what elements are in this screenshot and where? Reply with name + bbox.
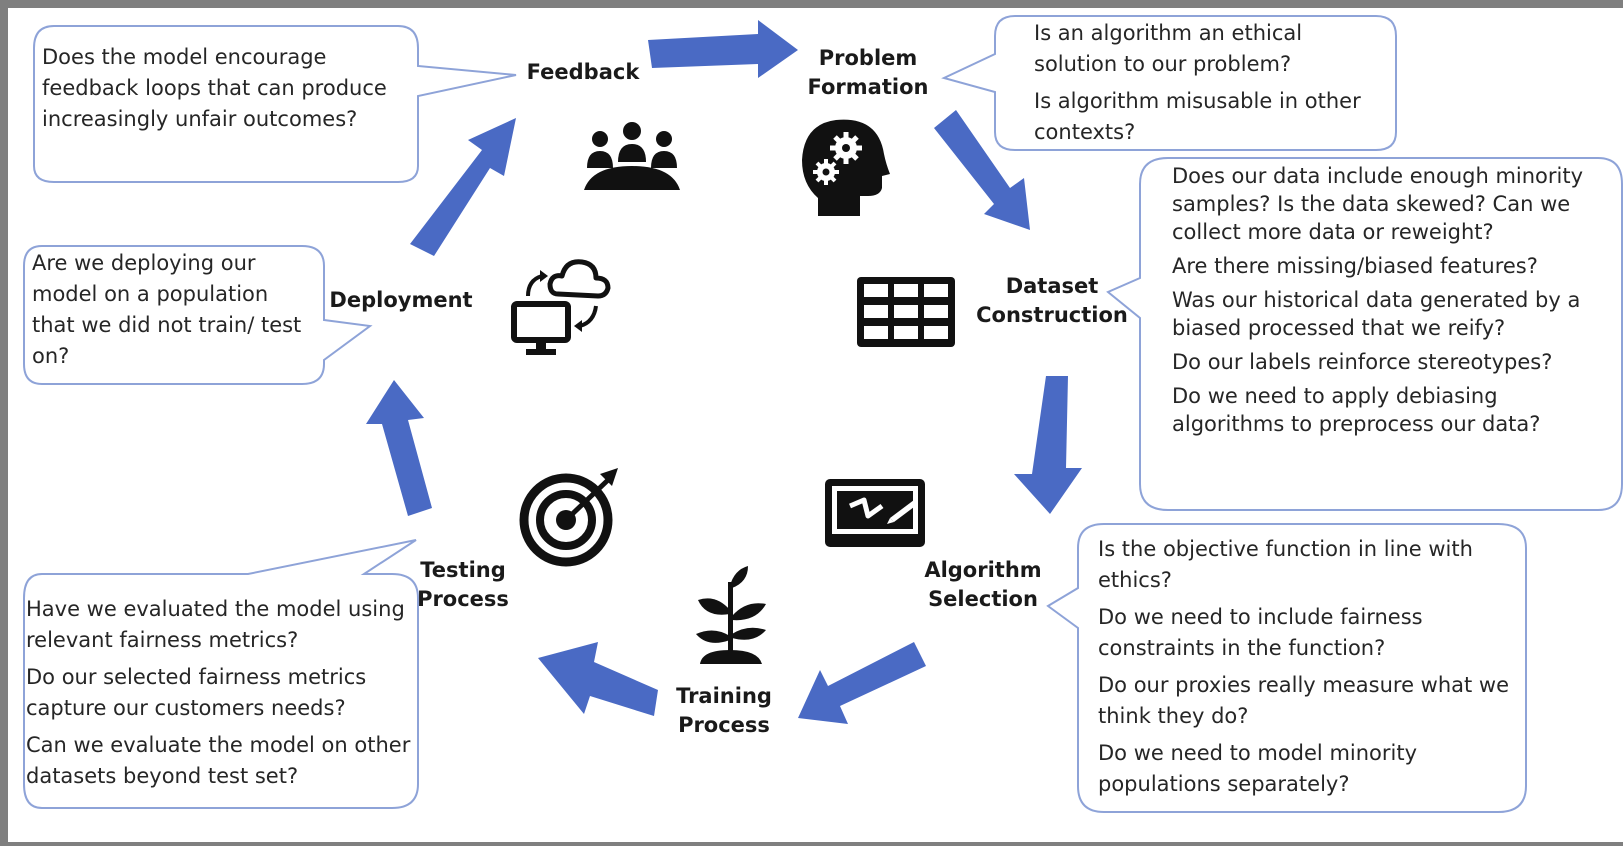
dataset-bubble: [1106, 157, 1623, 511]
testing-questions: Have we evaluated the model using releva…: [26, 594, 414, 798]
dataset-question-2: Are there missing/biased features?: [1172, 254, 1538, 278]
diagram-shapes: [23, 15, 1623, 813]
dataset-question-5: Do we need to apply debiasing algorithms…: [1172, 384, 1541, 436]
testing-question-3: Can we evaluate the model on other datas…: [26, 733, 411, 788]
dataset-question-3: Was our historical data generated by a b…: [1172, 288, 1581, 340]
arrow-training-to-testing: [538, 642, 658, 716]
arrow-algorithm-to-training: [798, 642, 926, 724]
arrow-problem-to-dataset: [934, 110, 1030, 230]
algorithm-question-3: Do our proxies really measure what we th…: [1098, 673, 1510, 728]
testing-question-2: Do our selected fairness metrics capture…: [26, 665, 367, 720]
problem-bubble: [941, 15, 1397, 151]
problem-question-1: Is an algorithm an ethical solution to o…: [1034, 21, 1303, 76]
stage-label-feedback: Feedback: [526, 60, 640, 84]
testing-bubble: [23, 539, 419, 809]
deployment-bubble: [23, 245, 373, 385]
sprout-plant-icon: [696, 566, 766, 664]
head-gears-icon: [802, 119, 890, 216]
problem-question-2: Is algorithm misusable in other contexts…: [1034, 89, 1361, 144]
stage-label-problem-formation: Problem Formation: [807, 46, 929, 99]
deployment-question-1: Are we deploying our model on a populati…: [32, 251, 302, 368]
arrow-deployment-to-feedback: [410, 118, 516, 256]
stage-label-training-process: Training Process: [676, 684, 772, 737]
stage-label-deployment: Deployment: [329, 288, 473, 312]
feedback-question-1: Does the model encourage feedback loops …: [42, 45, 387, 131]
feedback-questions: Does the model encourage feedback loops …: [42, 42, 402, 141]
dataset-questions: Does our data include enough minority sa…: [1172, 162, 1612, 444]
cloud-computer-icon: [511, 259, 611, 355]
algorithm-question-2: Do we need to include fairness constrain…: [1098, 605, 1423, 660]
stage-label-dataset-construction: Dataset Construction: [976, 274, 1128, 327]
stage-label-testing-process: Testing Process: [417, 558, 509, 611]
algorithm-question-4: Do we need to model minority populations…: [1098, 741, 1418, 796]
feedback-bubble: [33, 25, 517, 183]
stage-label-algorithm-selection: Algorithm Selection: [924, 558, 1042, 611]
deployment-questions: Are we deploying our model on a populati…: [32, 248, 302, 378]
testing-question-1: Have we evaluated the model using releva…: [26, 597, 405, 652]
problem-questions: Is an algorithm an ethical solution to o…: [1034, 18, 1384, 154]
arrow-dataset-to-algorithm: [1014, 376, 1082, 514]
algorithm-question-1: Is the objective function in line with e…: [1098, 537, 1473, 592]
arrow-feedback-to-problem: [648, 20, 798, 78]
dataset-question-4: Do our labels reinforce stereotypes?: [1172, 350, 1553, 374]
algorithm-bubble: [1046, 523, 1527, 813]
whiteboard-chart-icon: [825, 479, 925, 547]
table-grid-icon: [857, 277, 955, 347]
arrow-testing-to-deployment: [366, 380, 432, 516]
target-icon: [519, 468, 618, 567]
dataset-question-1: Does our data include enough minority sa…: [1172, 164, 1584, 244]
people-meeting-icon: [584, 122, 680, 190]
algorithm-questions: Is the objective function in line with e…: [1098, 534, 1518, 806]
